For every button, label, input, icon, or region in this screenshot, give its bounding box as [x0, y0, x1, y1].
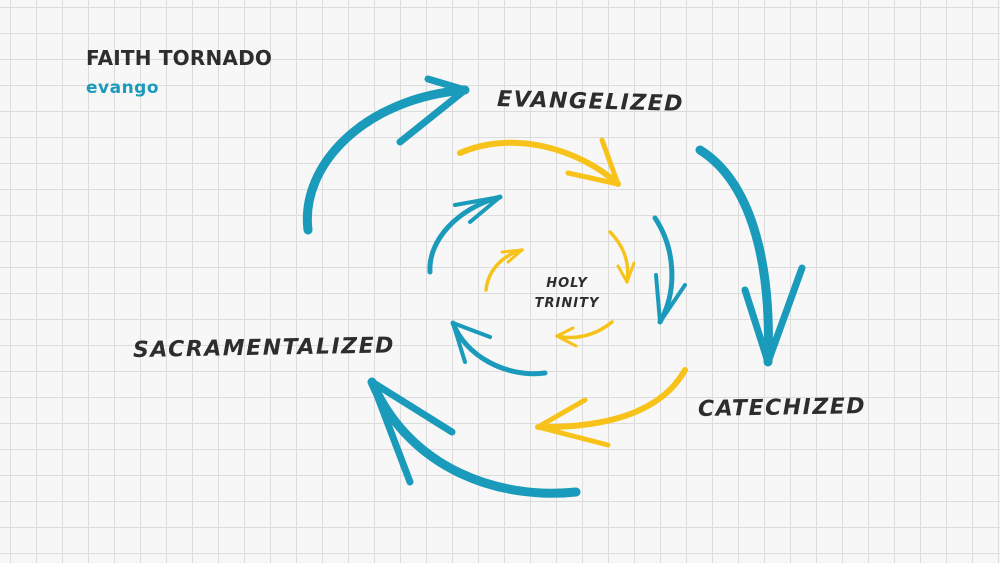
diagram-title: FAITH TORNADO	[86, 46, 273, 70]
center-label-line2: TRINITY	[534, 296, 600, 311]
inner-arrow-top-left	[427, 194, 503, 275]
middle-arrow-top	[457, 137, 621, 187]
outer-arrow-right	[695, 145, 806, 367]
center-label: HOLY TRINITY	[512, 274, 622, 314]
stage-label-catechized: CATECHIZED	[697, 394, 867, 422]
stage-label-sacramentalized: SACRAMENTALIZED	[132, 333, 396, 363]
inner-arrow-bottom-left	[450, 320, 548, 377]
center-label-line1: HOLY	[546, 276, 588, 291]
brand-logo: evango	[86, 78, 160, 98]
inner-arrow-right	[652, 215, 687, 325]
inner-arrow-yellow-left	[484, 248, 524, 292]
middle-arrow-bottom	[535, 367, 688, 448]
outer-arrow-bottom-left	[367, 377, 581, 498]
inner-arrow-yellow-bottom	[555, 320, 614, 348]
inner-arrow-yellow-right	[608, 230, 636, 284]
stage-label-evangelized: EVANGELIZED	[496, 87, 685, 117]
outer-arrow-top-left	[302, 75, 470, 235]
